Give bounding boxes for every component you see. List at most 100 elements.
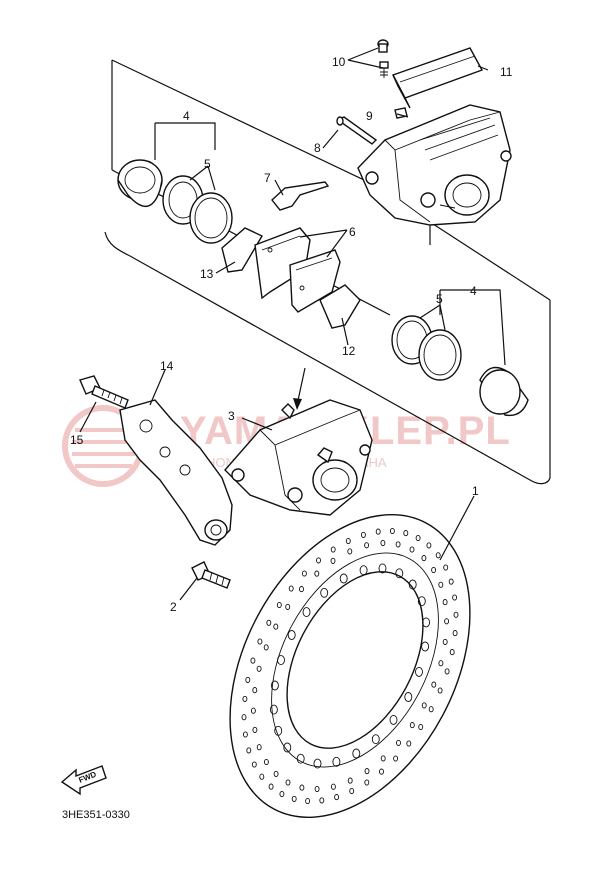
disc-hole <box>314 785 320 793</box>
disc-slot <box>302 607 311 618</box>
disc-slot <box>269 704 278 715</box>
disc-hole <box>421 702 427 709</box>
disc-hole <box>250 657 256 664</box>
callout-9: 9 <box>366 109 373 123</box>
bleed-screw <box>377 39 389 78</box>
disc-hole <box>380 755 386 762</box>
callout-14: 14 <box>160 359 174 373</box>
disc-hole <box>375 528 381 535</box>
disc-hole <box>349 787 355 795</box>
assembly-arrow <box>293 367 306 410</box>
disc-slot <box>359 565 368 576</box>
disc-hole <box>347 777 353 784</box>
disc-slot <box>415 666 423 677</box>
disc-slot <box>378 563 387 574</box>
disc-slot <box>421 641 430 652</box>
disc-hole <box>263 758 269 766</box>
callout-4-upper: 4 <box>183 109 190 123</box>
callout-10: 10 <box>332 55 346 69</box>
disc-slot <box>332 756 341 767</box>
pad-shim-left <box>221 227 263 273</box>
disc-hole <box>426 542 432 549</box>
disc-hole <box>259 773 265 780</box>
disc-slot <box>417 596 426 607</box>
disc-hole <box>431 566 437 574</box>
disc-hole <box>418 723 424 731</box>
disc-hole <box>242 695 248 702</box>
disc-hole <box>393 755 399 762</box>
disc-slot <box>287 630 296 640</box>
disc-hole <box>273 623 279 630</box>
disc-hole <box>301 570 307 577</box>
callout-5-lower: 5 <box>436 292 443 306</box>
disc-hole <box>448 578 454 585</box>
disc-hole <box>245 676 251 683</box>
pad-shim-right <box>319 284 361 329</box>
callout-1: 1 <box>472 484 479 498</box>
disc-hole <box>347 548 353 555</box>
disc-hole <box>252 726 258 733</box>
disc-hole <box>452 594 458 601</box>
disc-hole <box>250 707 256 714</box>
disc-hole <box>299 586 304 593</box>
disc-hole <box>380 539 386 547</box>
disc-slot <box>274 725 283 736</box>
callout-6: 6 <box>349 225 356 239</box>
disc-hole <box>266 619 272 626</box>
callout-12: 12 <box>342 344 356 358</box>
disc-hole <box>431 681 437 688</box>
callout-8: 8 <box>314 141 321 155</box>
callout-15: 15 <box>70 433 84 447</box>
piston-upper <box>117 159 163 207</box>
disc-inner-holes <box>269 563 431 769</box>
disc-hole <box>442 599 448 606</box>
disc-hole <box>452 630 458 637</box>
disc-hole <box>334 794 340 801</box>
disc-hole <box>268 783 274 790</box>
part-code: 3HE351-0330 <box>62 809 130 821</box>
disc-hole <box>242 731 248 738</box>
disc-hole <box>453 611 459 618</box>
disc-hole <box>403 530 409 537</box>
disc-hole <box>438 660 444 667</box>
disc-slot <box>320 587 329 598</box>
disc-hole <box>319 797 325 804</box>
fwd-arrow-icon: FWD <box>60 765 107 796</box>
disc-hole <box>435 552 441 559</box>
disc-bolt <box>191 561 231 589</box>
disc-hole <box>251 761 257 768</box>
disc-slot <box>395 568 404 579</box>
disc-hole <box>330 546 336 553</box>
disc-hole <box>257 638 263 645</box>
disc-hole <box>345 537 351 545</box>
disc-hole <box>409 546 415 553</box>
disc-hole <box>285 779 291 786</box>
disc-slot <box>283 742 292 753</box>
disc-hole <box>395 541 401 548</box>
disc-slot <box>313 758 322 769</box>
disc-hole <box>314 570 320 577</box>
upper-caliper <box>357 104 512 226</box>
disc-holes <box>241 527 459 805</box>
disc-hole <box>442 638 448 645</box>
disc-hole <box>443 564 449 571</box>
disc-hole <box>276 601 282 609</box>
callout-5-upper: 5 <box>204 157 211 171</box>
disc-hole <box>316 557 321 564</box>
disc-hole <box>379 768 384 775</box>
disc-hole <box>421 555 427 562</box>
disc-hole <box>415 534 421 542</box>
disc-hole <box>241 714 247 721</box>
disc-slot <box>389 714 398 725</box>
bracket-bolt <box>79 375 129 409</box>
disc-hole <box>263 644 269 651</box>
disc-hole <box>273 770 279 777</box>
disc-hole <box>330 783 336 790</box>
disc-hole <box>360 531 366 538</box>
disc-hole <box>364 542 370 549</box>
callout-7: 7 <box>264 171 271 185</box>
callout-13: 13 <box>200 267 214 281</box>
seal-upper-b <box>189 192 233 244</box>
disc-hole <box>389 527 395 535</box>
